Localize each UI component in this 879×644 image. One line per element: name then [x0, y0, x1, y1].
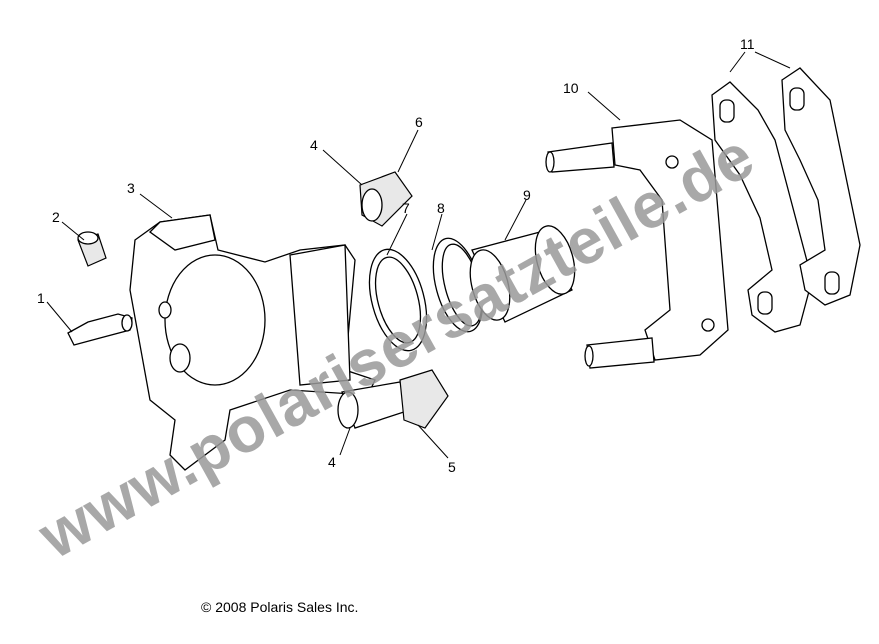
- callout-6: 6: [415, 114, 423, 130]
- callout-10: 10: [563, 80, 579, 96]
- piston: [469, 225, 576, 323]
- bleeder-screw: [67, 313, 133, 346]
- leader-lines: [46, 51, 791, 459]
- brake-pads: [711, 67, 861, 333]
- seal: [368, 248, 428, 352]
- copyright-text: © 2008 Polaris Sales Inc.: [201, 599, 359, 615]
- callout-7: 7: [402, 200, 410, 216]
- boot-upper: [359, 171, 413, 227]
- boot-lower: [399, 369, 449, 429]
- callout-4-upper: 4: [310, 137, 318, 153]
- callout-2: 2: [52, 209, 60, 225]
- callout-5: 5: [448, 459, 456, 475]
- bleeder-cap: [77, 231, 107, 267]
- callout-11: 11: [740, 36, 755, 52]
- callout-1: 1: [37, 290, 45, 306]
- callout-8: 8: [437, 200, 445, 216]
- caliper-housing: [129, 214, 376, 471]
- callout-4-lower: 4: [328, 454, 336, 470]
- callout-3: 3: [127, 180, 135, 196]
- callout-9: 9: [523, 187, 531, 203]
- pin-lower: [337, 381, 411, 429]
- bracket: [545, 119, 729, 369]
